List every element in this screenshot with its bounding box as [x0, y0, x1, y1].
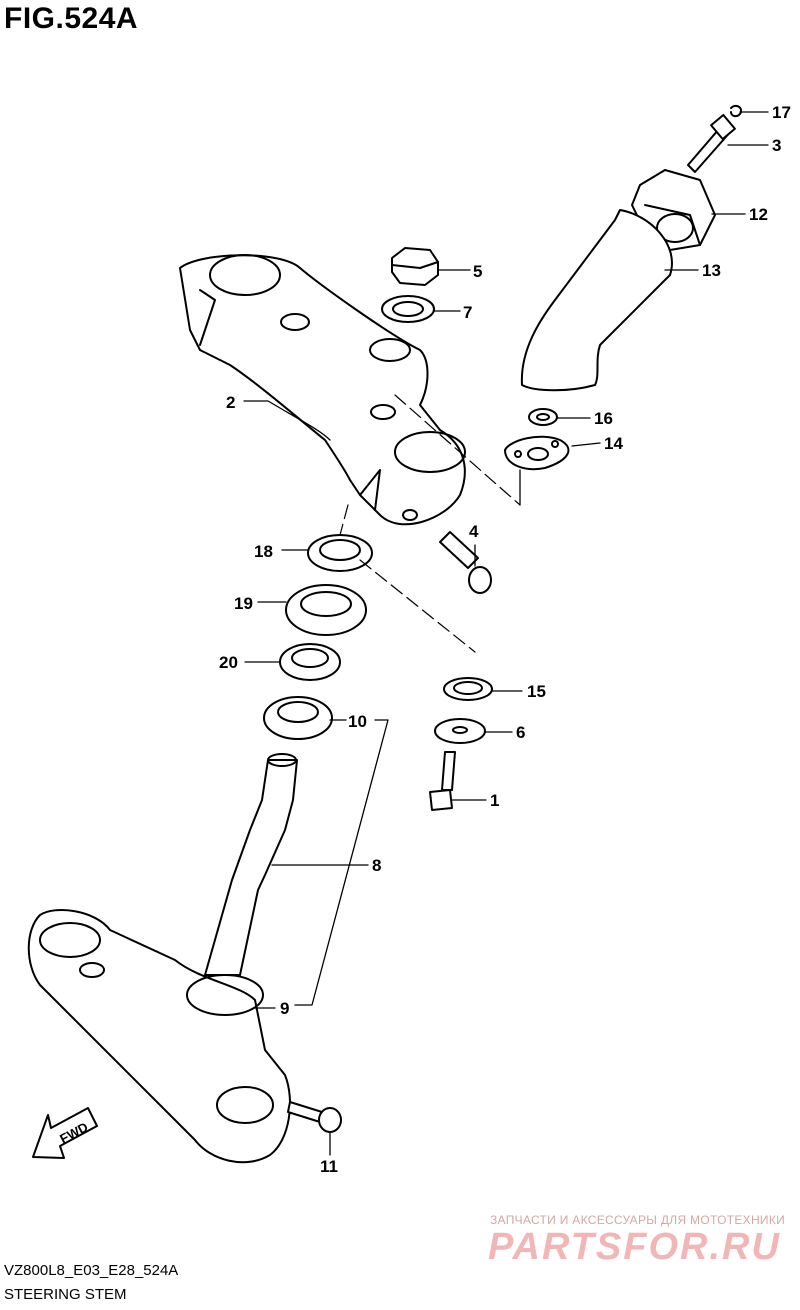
diagram-caption: STEERING STEM	[4, 1286, 127, 1303]
bolt-clip	[730, 104, 743, 118]
callout-5: 5	[473, 262, 482, 281]
handlebar-cover	[520, 209, 673, 392]
washer-6	[434, 718, 486, 744]
washer-15	[443, 677, 493, 701]
watermark-tagline: ЗАПЧАСТИ И АКСЕССУАРЫ ДЛЯ МОТОТЕХНИКИ	[490, 1213, 786, 1227]
callout-20: 20	[219, 653, 238, 672]
bolt-1	[429, 751, 456, 811]
callout-9: 9	[280, 999, 289, 1018]
callout-14: 14	[604, 434, 623, 453]
callout-16: 16	[594, 409, 613, 428]
callout-15: 15	[527, 682, 546, 701]
callout-17: 17	[772, 103, 791, 122]
lower-bearing	[263, 696, 333, 740]
callout-12: 12	[749, 205, 768, 224]
callout-4: 4	[469, 522, 479, 541]
washer-16	[528, 408, 558, 426]
leader-lines	[243, 111, 769, 1156]
fwd-arrow-icon	[32, 1107, 98, 1159]
callout-18: 18	[254, 542, 273, 561]
figure-title: FIG.524A	[4, 2, 139, 35]
upper-bearing	[279, 643, 341, 681]
steering-stem	[204, 753, 298, 976]
callout-1: 1	[490, 791, 499, 810]
plate-14	[504, 435, 570, 470]
callout-7: 7	[463, 303, 472, 322]
diagram-code: VZ800L8_E03_E28_524A	[4, 1262, 179, 1279]
watermark-logo: PARTSFOR.RU	[488, 1226, 781, 1268]
pinch-bolt	[439, 531, 492, 594]
washer-7	[381, 295, 435, 323]
callout-8: 8	[372, 856, 381, 875]
callout-3: 3	[772, 136, 781, 155]
callout-2: 2	[226, 393, 235, 412]
clamp-bolt	[687, 113, 736, 173]
callout-19: 19	[234, 594, 253, 613]
callout-13: 13	[702, 261, 721, 280]
callout-10: 10	[348, 712, 367, 731]
bolt-11	[287, 1101, 342, 1133]
alignment-lines	[339, 394, 521, 653]
lock-nut	[307, 534, 373, 572]
cap-nut	[391, 247, 439, 286]
callout-6: 6	[516, 723, 525, 742]
callout-11: 11	[320, 1157, 338, 1176]
dust-seal	[285, 584, 367, 636]
upper-bracket	[179, 254, 466, 526]
